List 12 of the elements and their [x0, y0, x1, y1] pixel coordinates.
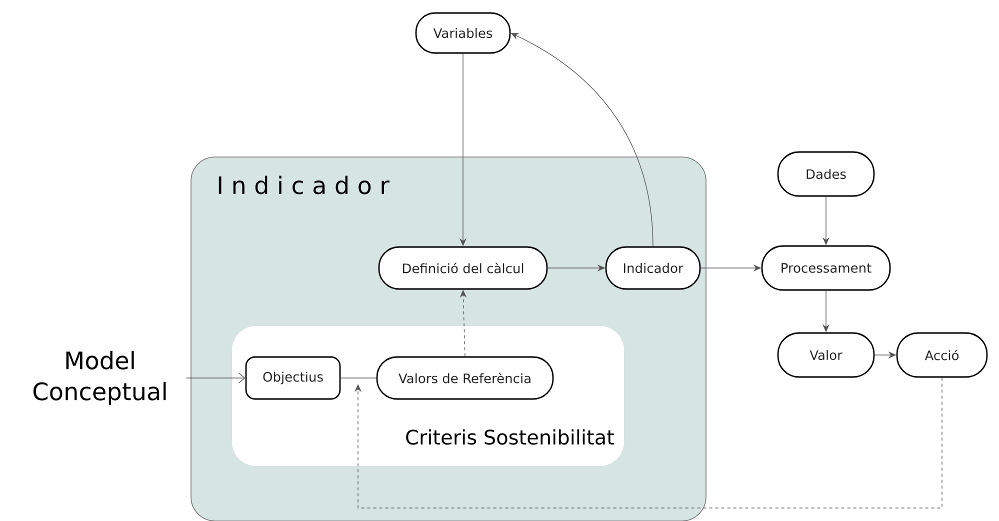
arrow	[186, 372, 246, 384]
rounded-box: Objectius	[245, 356, 341, 400]
rounded-box: Valor	[777, 332, 875, 378]
rounded-box: Indicador	[605, 246, 701, 290]
rounded-box: Variables	[415, 12, 511, 54]
rounded-box: Processament	[761, 245, 891, 291]
rounded-box: Acció	[896, 332, 988, 378]
text-label: Model Conceptual	[33, 350, 166, 406]
arrow	[354, 377, 942, 508]
rounded-box: Definició del càlcul	[378, 246, 548, 290]
rounded-box: Dades	[777, 151, 875, 197]
rounded-box: Valors de Referència	[376, 356, 554, 400]
